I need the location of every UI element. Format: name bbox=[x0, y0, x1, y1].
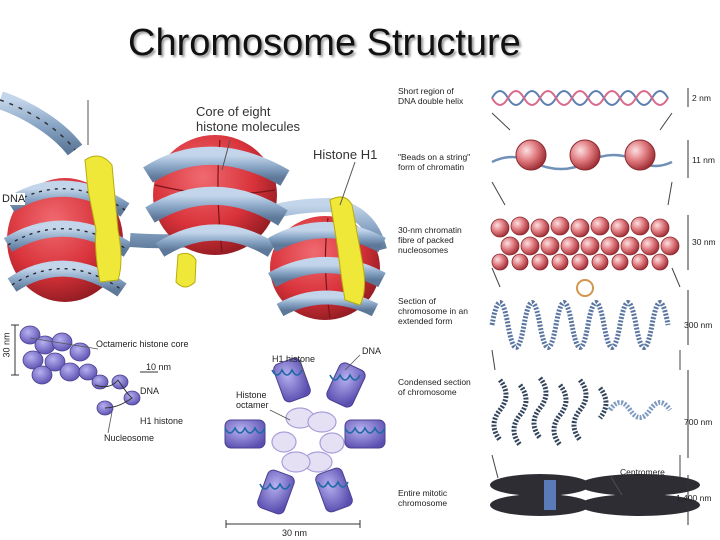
level-1-size: 2 nm bbox=[692, 93, 711, 103]
level-4-size: 300 nm bbox=[684, 320, 713, 330]
level-6-size: 1,400 nm bbox=[676, 493, 712, 503]
extended-loops bbox=[489, 300, 671, 350]
right-nucleosome bbox=[268, 216, 386, 320]
thirty-nm-fiber bbox=[490, 216, 680, 271]
middle-nucleosome bbox=[143, 135, 290, 257]
octameric-label: Octameric histone core bbox=[96, 339, 189, 349]
dna-double-helix bbox=[491, 90, 669, 106]
core-label: Core of eight histone molecules bbox=[196, 104, 301, 134]
level-1-label: Short region of DNA double helix bbox=[398, 86, 464, 106]
histone-h1-right bbox=[329, 196, 366, 306]
dna-label-fiber: DNA bbox=[140, 386, 160, 396]
centromere-label: Centromere bbox=[620, 467, 665, 477]
level-6-label: Entire mitotic chromosome bbox=[398, 488, 448, 508]
histone-h1-label: Histone H1 bbox=[313, 147, 378, 162]
level-3-label: 30-nm chromatin fibre of packed nucleoso… bbox=[398, 225, 462, 255]
core-pointer bbox=[221, 139, 231, 171]
rosette-scale-label: 30 nm bbox=[282, 528, 308, 538]
page-title: Chromosome Structure bbox=[128, 22, 521, 64]
mitotic-chromosome bbox=[490, 474, 700, 516]
solenoid-rosette bbox=[224, 354, 386, 528]
level-2-size: 11 nm bbox=[692, 155, 715, 165]
dna-label-rosette: DNA bbox=[362, 346, 382, 356]
fiber-scale-label: 30 nm bbox=[1, 332, 12, 358]
h1-histone-label-rosette: H1 histone bbox=[272, 354, 316, 364]
chromatin-fiber-diagram bbox=[11, 324, 158, 434]
h1-pointer bbox=[339, 161, 356, 206]
level-3-size: 30 nm bbox=[692, 237, 716, 247]
level-4-label: Section of chromosome in an extended for… bbox=[398, 296, 468, 326]
ten-nm-label: 10 nm bbox=[146, 362, 172, 372]
level-5-size: 700 nm bbox=[684, 417, 713, 427]
beads-on-string bbox=[491, 139, 673, 171]
condensed-section bbox=[491, 376, 673, 447]
dna-coil-left bbox=[0, 91, 83, 156]
level-5-label: Condensed section of chromosome bbox=[398, 377, 471, 397]
hierarchy-panel bbox=[489, 88, 700, 525]
histone-h1-middle bbox=[175, 252, 197, 288]
histone-octamer-label: Histone octamer bbox=[236, 390, 269, 410]
h1-histone-label-fiber: H1 histone bbox=[140, 416, 184, 426]
nucleosome-label: Nucleosome bbox=[104, 433, 155, 443]
dna-label-top: DNA bbox=[2, 193, 26, 205]
level-2-label: "Beads on a string" form of chromatin bbox=[398, 152, 471, 172]
histone-h1-left bbox=[84, 155, 122, 283]
